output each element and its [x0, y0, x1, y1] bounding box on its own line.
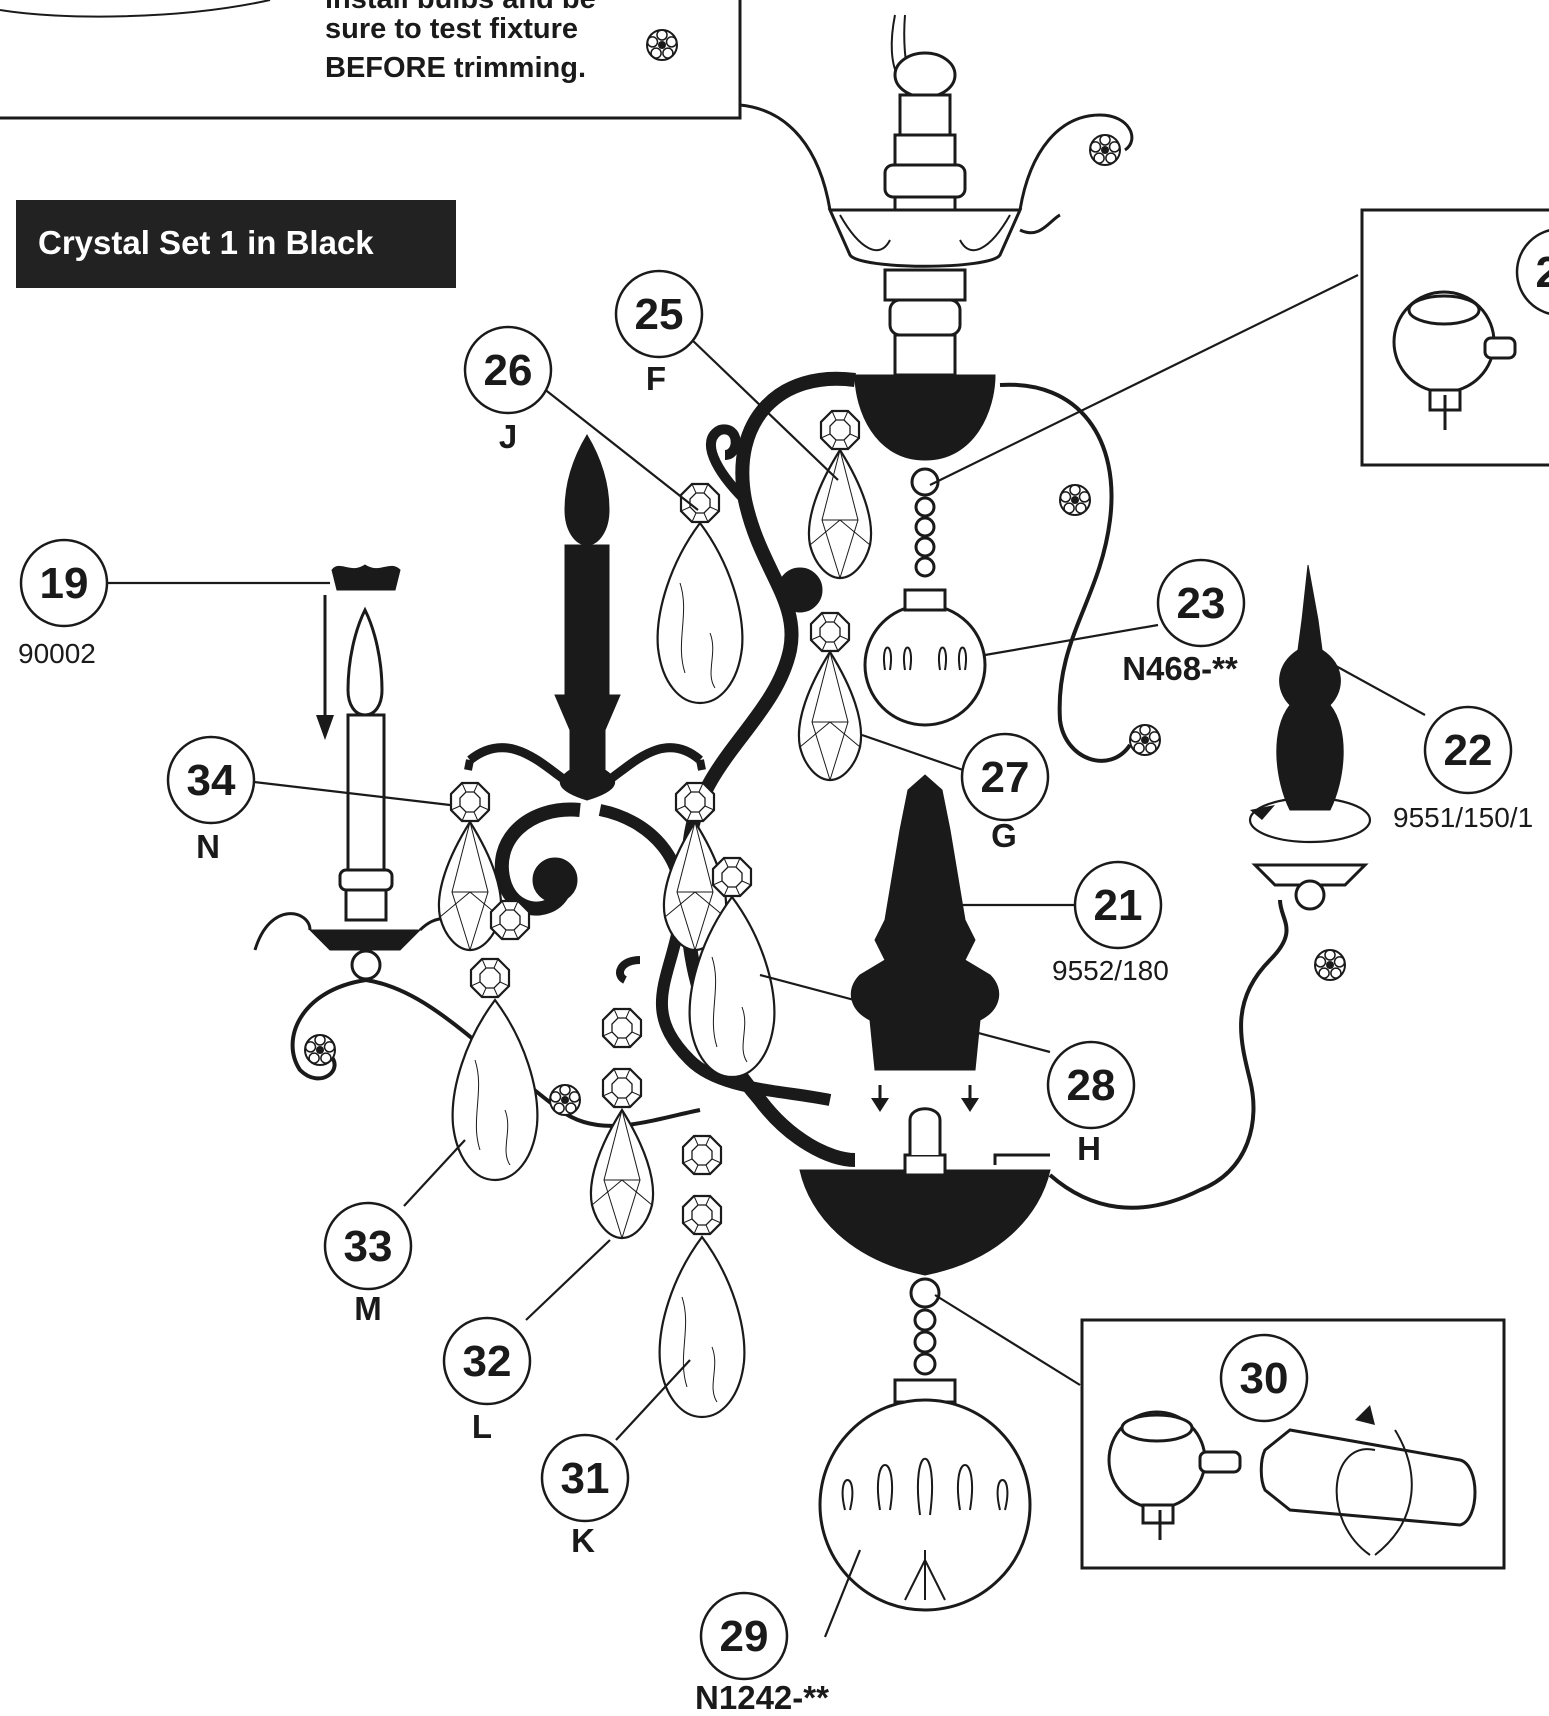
callout-33: 33 M	[323, 1201, 413, 1327]
lower-bobeche	[799, 899, 1346, 1276]
part-number: 9552/180	[1052, 955, 1169, 986]
finial-22	[1248, 564, 1372, 911]
callout-32: 32 L	[442, 1316, 532, 1445]
callout-label: J	[499, 418, 517, 455]
callout-number: 31	[561, 1454, 610, 1503]
callout-label: H	[1077, 1130, 1101, 1167]
title-banner: Crystal Set 1 in Black	[16, 200, 456, 288]
rosette-icon	[304, 1034, 336, 1066]
crystal-octagon-icon	[601, 1007, 643, 1049]
callout-label: K	[571, 1522, 595, 1559]
callout-number: 22	[1444, 726, 1493, 775]
note-line-1: install bulbs and be	[325, 0, 596, 15]
callout-number: 26	[484, 346, 533, 395]
callout-label: L	[472, 1408, 492, 1445]
callout-29: 29 N1242-**	[695, 1591, 829, 1716]
upper-glass-ball	[863, 467, 987, 727]
callout-number: 23	[1177, 579, 1226, 628]
callout-30: 30	[1219, 1333, 1309, 1423]
inset-box-30	[934, 1294, 1506, 1570]
crystal-octagon-icon	[674, 781, 716, 823]
callout-number: 28	[1067, 1061, 1116, 1110]
crystal-octagon-icon	[679, 482, 721, 524]
callout-label: F	[646, 360, 666, 397]
callout-number: 30	[1240, 1354, 1289, 1403]
callout-number: 27	[981, 753, 1030, 802]
callout-28: 28 H	[1046, 1040, 1136, 1167]
callout-label: N1242-**	[695, 1679, 829, 1716]
crystal-drop-icon	[656, 521, 744, 705]
callout-label: M	[354, 1290, 382, 1327]
callout-number: 25	[635, 290, 684, 339]
crystal-octagon-icon	[711, 856, 753, 898]
callout-label: G	[991, 817, 1017, 854]
crystal-prism-icon	[589, 1108, 655, 1240]
callout-34: 34 N	[166, 735, 256, 865]
rotate-arrow-icon	[1355, 1405, 1375, 1425]
callout-23: 23 N468-**	[1122, 558, 1246, 687]
note-line-2: sure to test fixture	[325, 13, 578, 45]
callout-19: 19 90002	[18, 538, 109, 669]
crystal-octagon-icon	[681, 1134, 723, 1176]
rosette-icon	[1089, 134, 1121, 166]
crystal-octagon-icon	[449, 781, 491, 823]
callout-number: 32	[463, 1337, 512, 1386]
rosette-icon	[646, 29, 678, 61]
callout-24: 24	[1515, 229, 1549, 315]
instruction-note-box: install bulbs and be sure to test fixtur…	[0, 0, 742, 120]
lower-glass-ball	[818, 1277, 1032, 1612]
center-candle	[464, 434, 832, 1106]
rosette-icon	[1059, 484, 1091, 516]
callout-21: 21 9552/180	[1052, 860, 1169, 986]
chandelier-top-body	[738, 0, 1161, 763]
crystal-prism-icon	[437, 820, 503, 952]
rotate-arrow-icon	[1250, 805, 1275, 820]
callout-26: 26 J	[463, 325, 553, 455]
callout-27: 27 G	[960, 732, 1050, 854]
inset-box-24	[929, 208, 1549, 486]
main-s-arm	[679, 371, 856, 1167]
crystal-octagon-icon	[489, 899, 531, 941]
callout-number: 19	[40, 559, 89, 608]
callout-number: 21	[1094, 881, 1143, 930]
callout-number: 24	[1536, 248, 1549, 297]
crystal-octagon-icon	[809, 611, 851, 653]
callout-number: 34	[187, 756, 236, 805]
callout-number: 29	[720, 1612, 769, 1661]
rosette-icon	[1129, 724, 1161, 756]
callout-number: 33	[344, 1222, 393, 1271]
page-title: Crystal Set 1 in Black	[38, 224, 374, 261]
callout-label: N	[196, 828, 220, 865]
finial-21	[850, 774, 1000, 1112]
crystal-octagon-icon	[819, 409, 861, 451]
rosette-icon	[1314, 949, 1346, 981]
crystals	[437, 409, 873, 1419]
crystal-drop-icon	[451, 998, 539, 1182]
crystal-prism-icon	[807, 448, 873, 580]
bulb-icon	[1259, 1428, 1477, 1527]
rosette-icon	[549, 1084, 581, 1116]
callout-25: 25 F	[614, 269, 704, 397]
part-number: 90002	[18, 638, 96, 669]
callout-22: 22 9551/150/1	[1393, 705, 1533, 833]
callout-31: 31 K	[540, 1433, 630, 1559]
crystal-prism-icon	[797, 650, 863, 782]
callout-label: N468-**	[1122, 650, 1238, 687]
crystal-octagon-icon	[681, 1194, 723, 1236]
crystal-octagon-icon	[601, 1067, 643, 1109]
leader-lines	[107, 337, 1426, 1638]
crystal-drop-icon	[658, 1235, 746, 1419]
crystal-octagon-icon	[469, 957, 511, 999]
part-number: 9551/150/1	[1393, 802, 1533, 833]
note-line-3: BEFORE trimming.	[325, 52, 586, 84]
